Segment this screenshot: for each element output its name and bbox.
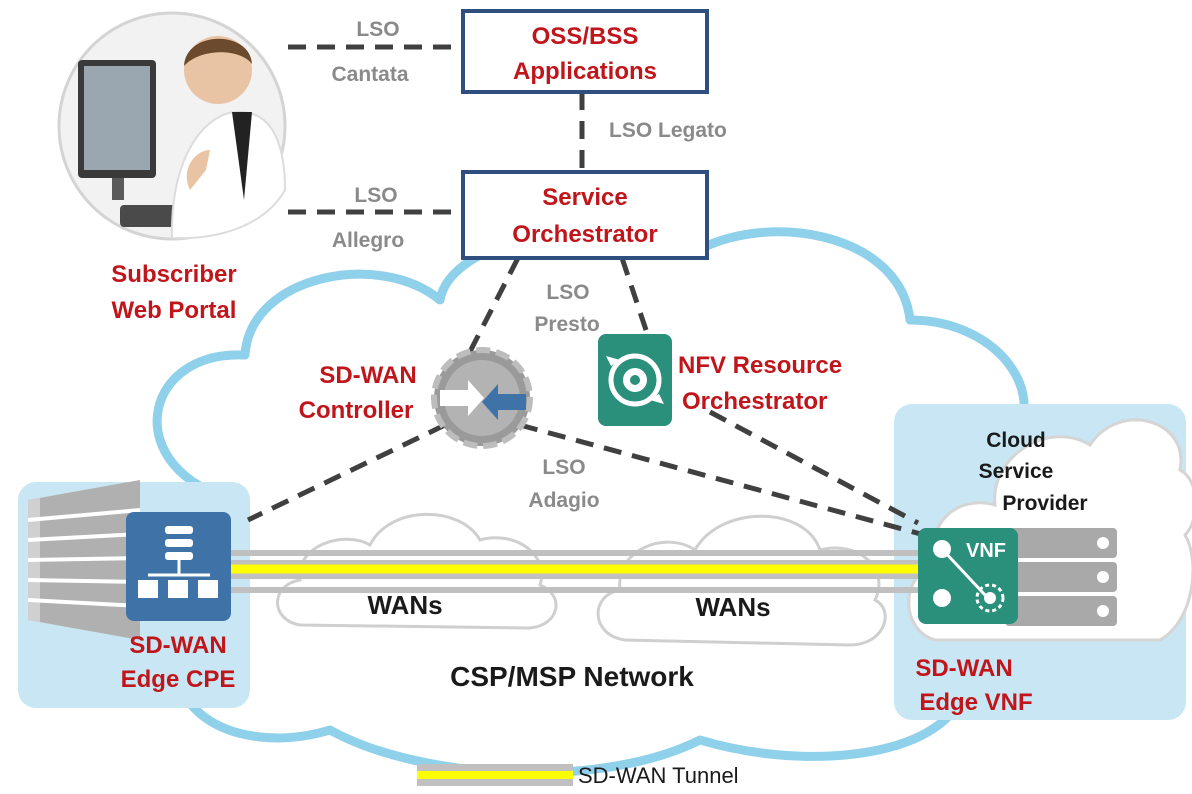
legato-label: LSO Legato (609, 119, 727, 142)
sdwan-tunnel (225, 550, 935, 593)
cloud-provider-line1: Cloud (986, 429, 1045, 452)
server-rack-icon (1005, 528, 1117, 626)
nfv-label-line1: NFV Resource (678, 352, 842, 379)
edge-vnf-label-line1: SD-WAN (915, 655, 1012, 682)
edge-cpe-label-line1: SD-WAN (129, 632, 226, 659)
allegro-label-line1: LSO (354, 184, 397, 207)
sdwan-controller-gear-icon (431, 347, 533, 449)
cantata-label-line2: Cantata (331, 63, 408, 86)
lso-dashed-links (246, 44, 929, 539)
nfv-orchestrator-icon (598, 334, 672, 426)
building-icon (27, 480, 141, 640)
portal-label-line2: Web Portal (112, 297, 237, 324)
cantata-label-line1: LSO (356, 18, 399, 41)
network-label: CSP/MSP Network (450, 661, 694, 692)
service-orchestrator-box: Service Orchestrator (461, 170, 709, 260)
orchestrator-line2: Orchestrator (512, 221, 657, 248)
oss-bss-line2: Applications (513, 58, 657, 85)
oss-bss-box: OSS/BSS Applications (461, 9, 709, 94)
adagio-label-line1: LSO (542, 456, 585, 479)
cloud-provider-line2: Service (979, 460, 1054, 483)
legend: SD-WAN Tunnel (417, 763, 739, 788)
subscriber-photo (57, 11, 287, 241)
presto-label-line2: Presto (534, 313, 599, 336)
vnf-icon: VNF (918, 528, 1018, 624)
adagio-label-line2: Adagio (528, 489, 599, 512)
edge-cpe-icon (126, 512, 231, 621)
nfv-label-line2: Orchestrator (682, 388, 827, 415)
edge-vnf-label-line2: Edge VNF (919, 689, 1032, 716)
presto-label-line1: LSO (546, 281, 589, 304)
portal-label-line1: Subscriber (111, 261, 236, 288)
cloud-provider-line3: Provider (1002, 492, 1087, 515)
controller-label-line2: Controller (299, 397, 414, 424)
wan-label-left: WANs (367, 590, 442, 620)
oss-bss-line1: OSS/BSS (532, 23, 639, 50)
legend-tunnel-label: SD-WAN Tunnel (578, 763, 739, 788)
wan-label-right: WANs (695, 592, 770, 622)
vnf-badge-label: VNF (966, 540, 1006, 562)
edge-cpe-label-line2: Edge CPE (121, 666, 236, 693)
controller-label-line1: SD-WAN (319, 362, 416, 389)
allegro-label-line2: Allegro (332, 229, 404, 252)
orchestrator-line1: Service (542, 184, 627, 211)
